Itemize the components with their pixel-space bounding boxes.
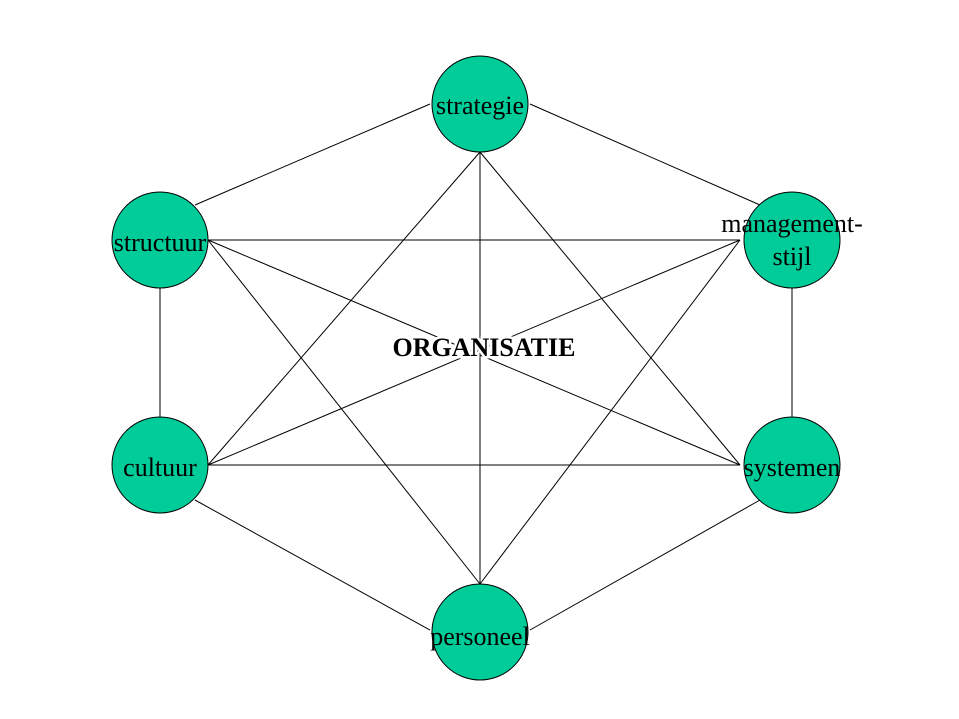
node-circle-strategie — [431, 55, 529, 153]
edge-personeel-cultuur — [194, 499, 431, 631]
node-layer: strategie management-stijl systemen persone… — [111, 55, 863, 681]
edge-layer — [159, 103, 793, 631]
node-circle-managementstijl — [743, 191, 841, 289]
center-label: ORGANISATIE — [392, 333, 575, 362]
node-circle-systemen — [743, 416, 841, 514]
node-strategie: strategie — [431, 55, 529, 153]
edge-managementstijl-personeel — [479, 239, 741, 585]
node-structuur: structuur — [111, 191, 209, 289]
edge-systemen-personeel — [529, 499, 761, 631]
node-managementstijl: management-stijl — [721, 191, 863, 289]
node-systemen: systemen — [743, 416, 841, 514]
edge-strategie-cultuur — [207, 151, 481, 466]
node-label-personeel: personeel — [430, 622, 530, 651]
node-personeel: personeel — [430, 583, 530, 681]
edge-strategie-managementstijl — [529, 103, 761, 206]
edge-strategie-structuur — [194, 103, 431, 206]
node-label-cultuur: cultuur — [123, 453, 197, 482]
edge-strategie-systemen — [479, 151, 741, 466]
node-label-strategie: strategie — [436, 91, 524, 120]
edge-personeel-structuur — [207, 239, 481, 585]
node-label-managementstijl: stijl — [772, 242, 811, 271]
node-cultuur: cultuur — [111, 416, 209, 514]
node-label-systemen: systemen — [744, 453, 841, 482]
node-circle-cultuur — [111, 416, 209, 514]
node-label-structuur: structuur — [114, 228, 207, 257]
node-label-managementstijl: management- — [721, 209, 863, 238]
edge-systemen-structuur — [207, 239, 741, 466]
node-circle-personeel — [431, 583, 529, 681]
node-circle-structuur — [111, 191, 209, 289]
